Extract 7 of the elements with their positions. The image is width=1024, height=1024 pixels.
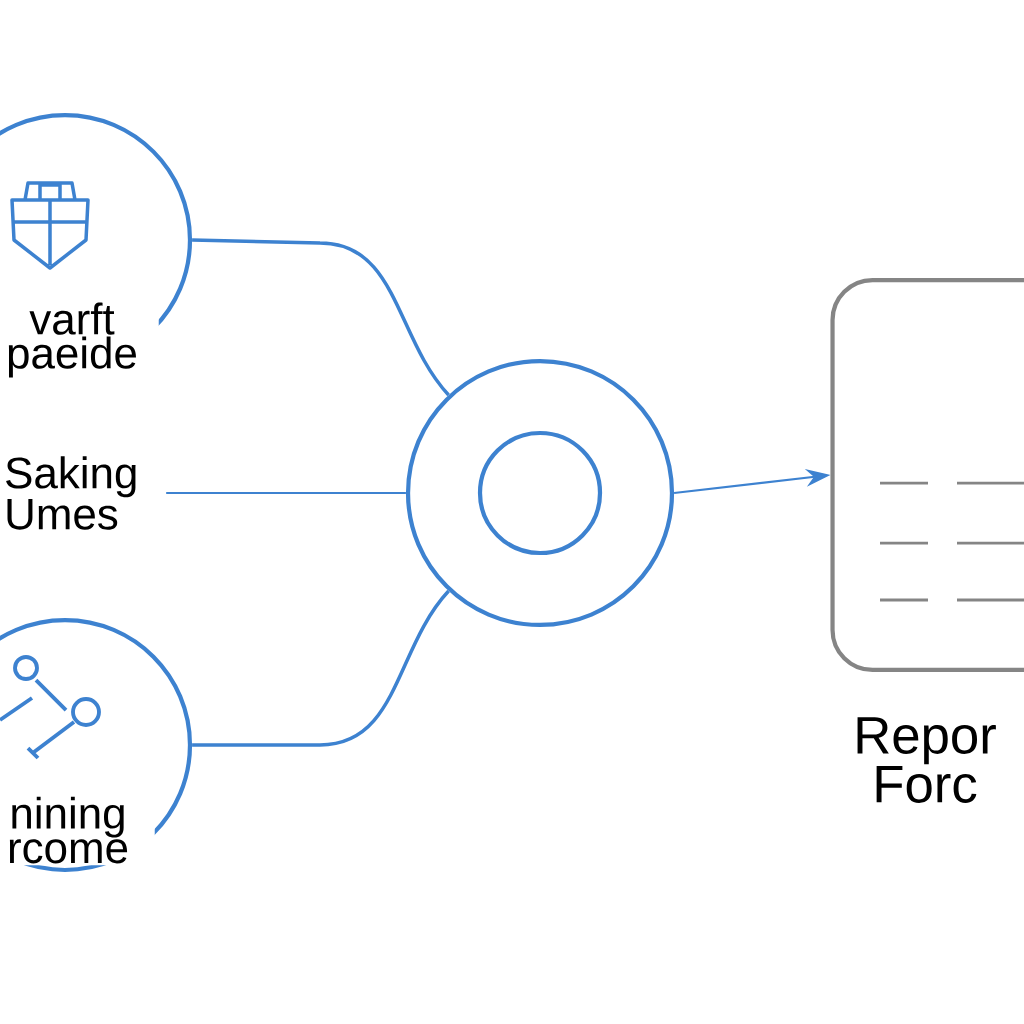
ring-symbol [405, 358, 675, 628]
connector [166, 491, 406, 495]
report-card: Repor Forc [830, 277, 1024, 803]
connector [192, 589, 450, 747]
connector [192, 238, 450, 397]
node-label: Repor Forc [857, 717, 996, 803]
node-label: Saking Umes [6, 456, 136, 530]
